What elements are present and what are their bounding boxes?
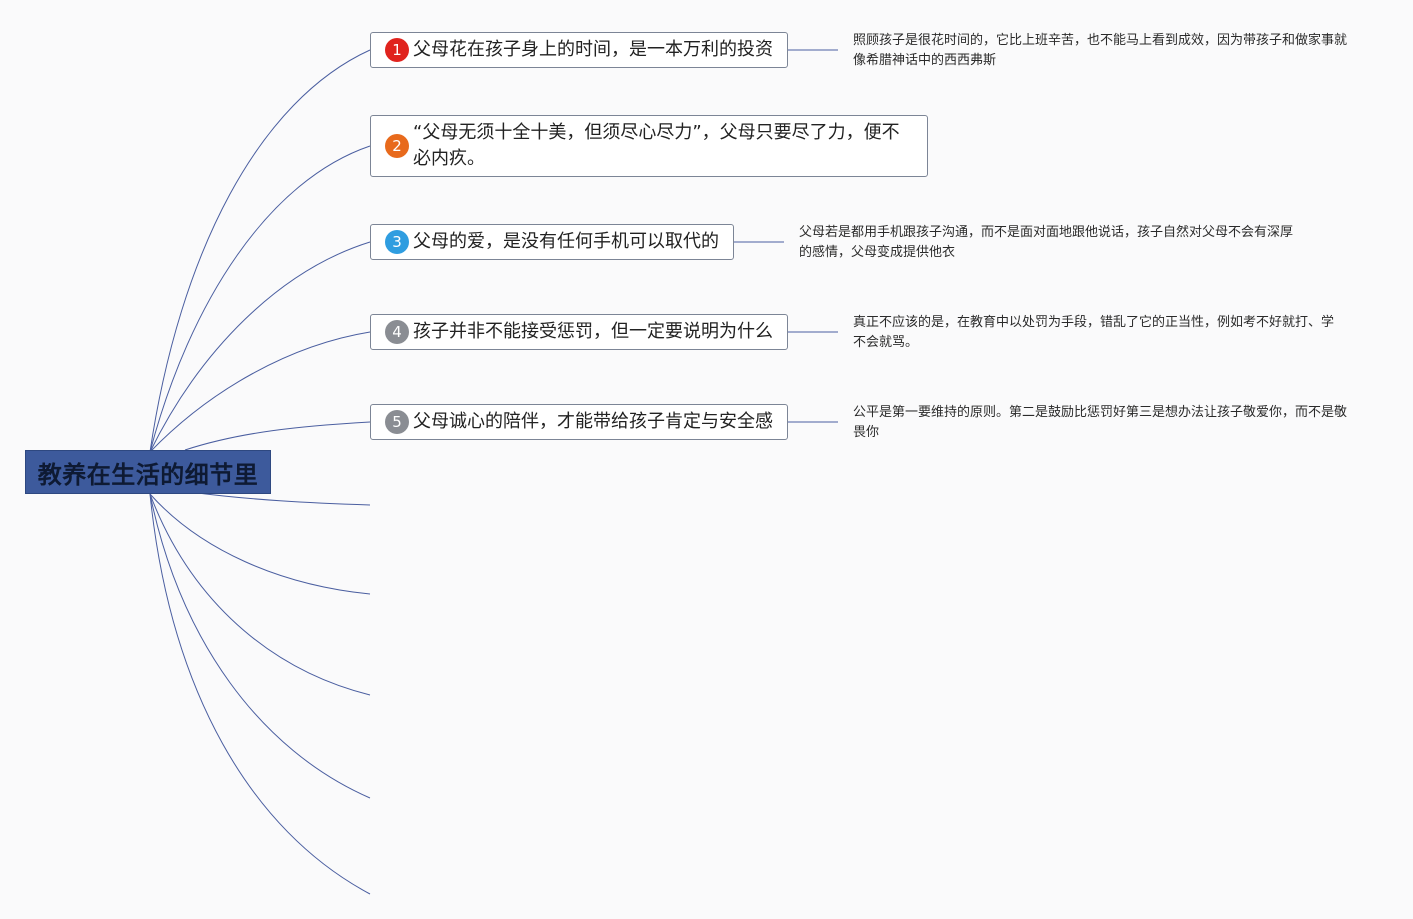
topic-1[interactable]: 1 父母花在孩子身上的时间，是一本万利的投资	[370, 32, 788, 68]
topic-3-note[interactable]: 父母若是都用手机跟孩子沟通，而不是面对面地跟他说话，孩子自然对父母不会有深厚的感…	[799, 225, 1294, 260]
topic-4[interactable]: 4 孩子并非不能接受惩罚，但一定要说明为什么	[370, 314, 788, 350]
branch-line-6	[189, 491, 371, 506]
topic-3[interactable]: 3 父母的爱，是没有任何手机可以取代的	[370, 224, 734, 260]
topic-5[interactable]: 5 父母诚心的陪伴，才能带给孩子肯定与安全感	[370, 404, 788, 440]
root-topic-label: 教养在生活的细节里	[37, 460, 259, 489]
branch-line-9	[149, 493, 371, 799]
topic-4-note[interactable]: 真正不应该的是，在教育中以处罚为手段，错乱了它的正当性，例如考不好就打、学不会就…	[853, 315, 1335, 350]
branch-line-10	[149, 493, 371, 895]
number-badge-3: 3	[385, 230, 409, 254]
topic-3-label: 父母的爱，是没有任何手机可以取代的	[413, 231, 719, 252]
branch-line-8	[149, 493, 371, 696]
root-topic[interactable]: 教养在生活的细节里	[25, 450, 271, 494]
topic-2[interactable]: 2 “父母无须十全十美，但须尽心尽力”，父母只要尽了力，便不必内疚。	[370, 115, 928, 177]
topic-1-label: 父母花在孩子身上的时间，是一本万利的投资	[413, 39, 773, 60]
topic-2-label: “父母无须十全十美，但须尽心尽力”，父母只要尽了力，便不必内疚。	[413, 122, 900, 169]
topic-4-label: 孩子并非不能接受惩罚，但一定要说明为什么	[413, 321, 773, 342]
topic-1-note[interactable]: 照顾孩子是很花时间的，它比上班辛苦，也不能马上看到成效，因为带孩子和做家事就像希…	[853, 33, 1348, 68]
branch-line-3	[149, 241, 371, 453]
topic-5-note[interactable]: 公平是第一要维持的原则。第二是鼓励比惩罚好第三是想办法让孩子敬爱你，而不是敬畏你	[853, 405, 1348, 440]
branch-line-2	[149, 145, 371, 453]
number-badge-5: 5	[385, 410, 409, 434]
branch-line-1	[149, 49, 371, 453]
topic-5-label: 父母诚心的陪伴，才能带给孩子肯定与安全感	[413, 411, 773, 432]
branch-line-7	[149, 493, 371, 595]
branch-line-4	[149, 331, 371, 453]
number-badge-4: 4	[385, 320, 409, 344]
branch-line-5	[184, 421, 371, 451]
number-badge-2: 2	[385, 134, 409, 158]
number-badge-1: 1	[385, 38, 409, 62]
